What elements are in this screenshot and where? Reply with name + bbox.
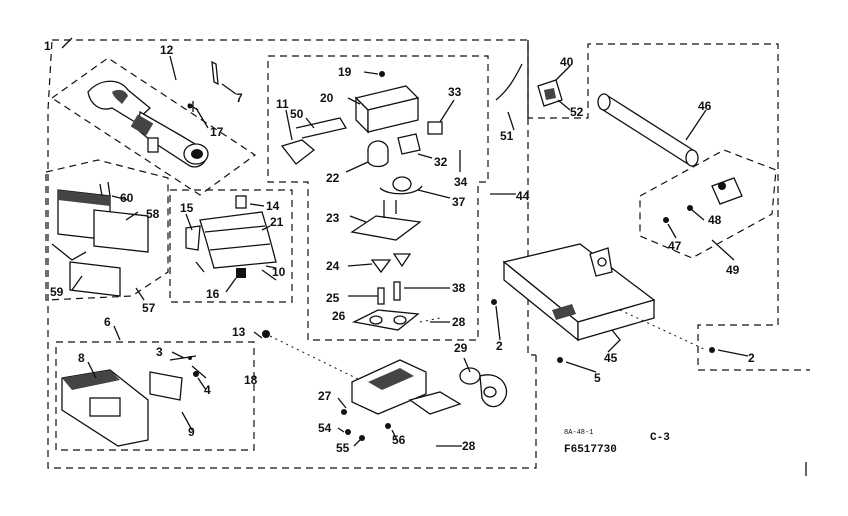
part-51-wire	[495, 63, 523, 101]
label-part-48: 48	[708, 213, 722, 227]
label-part-9: 9	[188, 425, 195, 439]
label-part-2a: 2	[496, 339, 503, 353]
label-part-51: 51	[500, 129, 514, 143]
kit-12-boundary	[50, 57, 257, 196]
label-part-47: 47	[668, 239, 682, 253]
label-part-19: 19	[338, 65, 352, 79]
main-assembly-boundary-right	[527, 118, 536, 356]
drawing-ref: 8A-48-1	[564, 429, 593, 437]
part-17-head	[187, 103, 193, 109]
label-part-55: 55	[336, 441, 350, 455]
label-part-27: 27	[318, 389, 332, 403]
bracket-assembly-part-21	[185, 195, 277, 281]
label-part-26: 26	[332, 309, 346, 323]
label-part-25: 25	[326, 291, 340, 305]
sheet-code: C-3	[650, 432, 670, 444]
label-part-6: 6	[104, 315, 111, 329]
label-part-23: 23	[326, 211, 340, 225]
label-part-29: 29	[454, 341, 468, 355]
label-part-34: 34	[454, 175, 468, 189]
drawing-number: F6517730	[564, 444, 617, 456]
label-part-20: 20	[320, 91, 334, 105]
label-part-13: 13	[232, 325, 246, 339]
label-part-50: 50	[290, 107, 304, 121]
main-assembly-boundary	[47, 39, 810, 469]
screw-2b	[709, 347, 715, 353]
label-part-58: 58	[146, 207, 160, 221]
label-part-57: 57	[142, 301, 156, 315]
label-part-45: 45	[604, 351, 618, 365]
screw-5	[557, 357, 563, 363]
label-part-46: 46	[698, 99, 712, 113]
kit-57-boundary	[45, 159, 169, 301]
label-part-37: 37	[452, 195, 466, 209]
label-part-52: 52	[570, 105, 584, 119]
label-part-15: 15	[180, 201, 194, 215]
connector-45-2	[619, 309, 707, 351]
label-part-22: 22	[326, 171, 340, 185]
kit-49-boundary	[639, 149, 777, 259]
base-plate-part-45	[502, 243, 656, 342]
label-part-16: 16	[206, 287, 220, 301]
label-part-60: 60	[120, 191, 134, 205]
kit-13-boundary	[169, 189, 293, 303]
label-part-7: 7	[236, 91, 243, 105]
part-18	[262, 330, 270, 338]
label-part-28b: 28	[462, 439, 476, 453]
label-part-18: 18	[244, 373, 258, 387]
label-part-10: 10	[272, 265, 286, 279]
part-7-clip	[211, 60, 219, 86]
label-part-54: 54	[318, 421, 332, 435]
label-part-4: 4	[204, 383, 211, 397]
label-part-32: 32	[434, 155, 448, 169]
center-assembly-boundary	[267, 55, 489, 341]
pilot-parts-center	[280, 71, 443, 331]
label-part-56: 56	[392, 433, 406, 447]
label-part-44: 44	[516, 189, 530, 203]
label-part-38: 38	[452, 281, 466, 295]
control-assembly-part-8	[61, 355, 207, 447]
label-part-2b: 2	[748, 351, 755, 365]
label-part-3: 3	[156, 345, 163, 359]
label-part-14: 14	[266, 199, 280, 213]
label-part-21: 21	[270, 215, 284, 229]
connector-18-manifold	[269, 335, 361, 381]
burner-tube-part-12	[87, 80, 209, 168]
label-part-11: 11	[276, 97, 289, 111]
manifold-casting	[341, 359, 508, 441]
label-part-49: 49	[726, 263, 740, 277]
kit-49-parts	[663, 177, 743, 223]
kit-6-boundary	[55, 341, 255, 451]
part-labels: 1 12 7 17 11 50 19 20 33 32 34 22 37 44 …	[44, 39, 755, 455]
label-part-8: 8	[78, 351, 85, 365]
tube-part-46	[597, 93, 699, 167]
label-part-33: 33	[448, 85, 462, 99]
label-part-59: 59	[50, 285, 64, 299]
leader-lines	[61, 37, 749, 447]
label-part-24: 24	[326, 259, 340, 273]
label-part-1: 1	[44, 39, 51, 53]
label-part-28a: 28	[452, 315, 466, 329]
valve-assembly-part-58	[51, 181, 149, 297]
label-part-40: 40	[560, 55, 574, 69]
label-part-12: 12	[160, 43, 174, 57]
part-40-clip	[537, 79, 563, 107]
screw-2a	[491, 299, 497, 305]
label-part-17: 17	[210, 125, 224, 139]
label-part-5: 5	[594, 371, 601, 385]
